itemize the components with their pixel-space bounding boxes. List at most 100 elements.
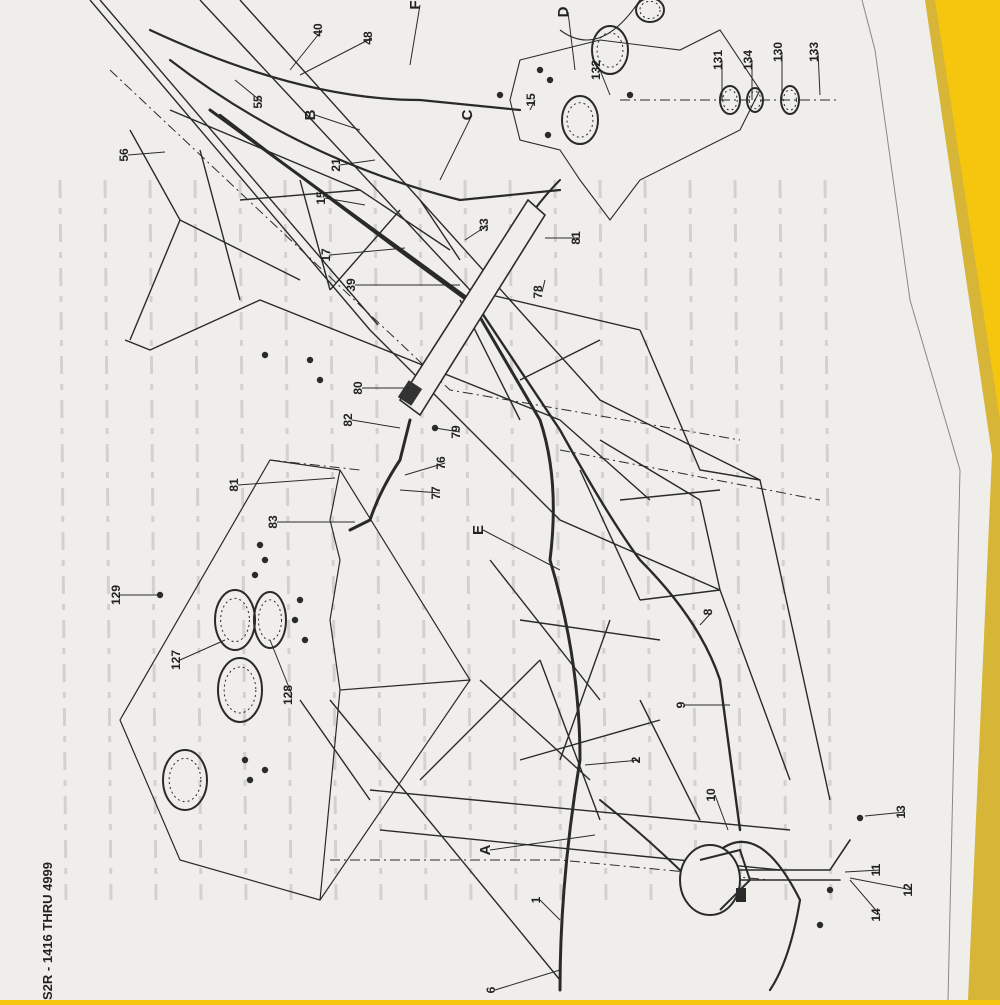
rings-and-gaskets xyxy=(162,0,800,811)
gasket-ring xyxy=(746,87,764,113)
callout-number: 83 xyxy=(266,515,280,529)
letter-leader xyxy=(439,114,473,181)
callout-leader xyxy=(237,477,336,486)
trusses-2 xyxy=(459,299,761,501)
fuel-tank xyxy=(119,459,471,901)
callout-number: 128 xyxy=(281,685,295,705)
fastener xyxy=(544,131,552,139)
letter-leader xyxy=(409,4,421,66)
trusses-4 xyxy=(479,559,701,821)
callout-number: 55 xyxy=(251,95,265,109)
bleed-stroke xyxy=(238,179,248,901)
callout-leader xyxy=(494,969,561,991)
line-11-12 xyxy=(699,839,851,871)
fastener xyxy=(306,356,314,364)
callout-number: 39 xyxy=(344,278,358,292)
callout-number: 10 xyxy=(704,788,718,802)
callout-number: 133 xyxy=(807,42,821,62)
gasket-bolt-holes xyxy=(220,597,250,643)
callout-number: 127 xyxy=(169,650,183,670)
gasket-ring xyxy=(780,85,800,115)
callout-number: 76 xyxy=(434,456,448,470)
fuselage-frame xyxy=(89,0,831,981)
center-lines xyxy=(109,69,840,881)
gasket-bolt-holes xyxy=(168,757,202,803)
fastener xyxy=(261,556,269,564)
gasket-ring xyxy=(635,0,665,23)
fastener xyxy=(826,886,834,894)
gasket-bolt-holes xyxy=(748,90,762,110)
callout-leader xyxy=(324,197,366,206)
gasket-bolt-holes xyxy=(639,0,661,20)
callout-leader xyxy=(351,419,401,429)
pump-fitting xyxy=(736,888,746,902)
view-letter: F xyxy=(407,0,424,9)
callout-number: 6 xyxy=(484,986,498,993)
gasket-bolt-holes xyxy=(223,666,257,714)
page-title: S2R - 1416 THRU 4999 xyxy=(40,862,55,1000)
bleed-stroke xyxy=(328,179,338,901)
callout-leader xyxy=(404,462,446,476)
fastener xyxy=(296,596,304,604)
line-10-loop xyxy=(718,840,802,992)
cylinder-body xyxy=(398,198,547,417)
callout-number: 56 xyxy=(117,148,131,162)
actuator-cylinder-78 xyxy=(397,198,547,417)
hardware-dots xyxy=(156,66,864,929)
callout-leader xyxy=(339,159,376,166)
callout-leader xyxy=(714,794,729,831)
fastener xyxy=(536,66,544,74)
callout-number: 8 xyxy=(701,608,715,615)
gasket-ring xyxy=(162,749,208,811)
fastener xyxy=(261,351,269,359)
callout-number: 15 xyxy=(314,191,328,205)
gasket-bolt-holes xyxy=(566,102,594,138)
bleed-stroke xyxy=(553,179,563,901)
pump-assembly xyxy=(679,844,752,916)
line-40 xyxy=(148,28,522,112)
callout-number: 81 xyxy=(569,231,583,245)
callout-number: 77 xyxy=(429,486,443,500)
bleed-stroke xyxy=(778,179,788,901)
cylinder-clamp xyxy=(397,380,423,406)
bleed-stroke xyxy=(598,179,608,901)
leader-lines xyxy=(120,4,913,991)
pump-detail xyxy=(699,848,752,911)
gasket-bolt-holes xyxy=(596,32,624,68)
callout-leader xyxy=(849,877,913,891)
fastener xyxy=(816,921,824,929)
fastener xyxy=(261,766,269,774)
fastener xyxy=(546,76,554,84)
callout-leader xyxy=(817,51,821,96)
callout-leader xyxy=(864,811,906,817)
callout-number: 79 xyxy=(449,425,463,439)
callout-number: 11 xyxy=(869,863,883,876)
bleed-stroke xyxy=(58,179,68,901)
callout-number: 2 xyxy=(629,756,643,763)
callout-leader xyxy=(539,899,561,921)
fastener xyxy=(301,636,309,644)
bleed-stroke xyxy=(688,179,698,901)
callout-number: 48 xyxy=(361,31,375,45)
trusses-3 xyxy=(579,439,721,601)
letter-leader xyxy=(482,529,561,571)
callout-leader xyxy=(599,69,611,96)
callout-leader xyxy=(584,759,641,766)
callout-number: 78 xyxy=(531,285,545,299)
bleed-stroke xyxy=(643,179,653,901)
callout-number: 14 xyxy=(869,908,883,922)
callout-number: 9 xyxy=(674,701,688,708)
gasket-ring xyxy=(719,85,741,115)
fastener xyxy=(256,541,264,549)
centerline-4 xyxy=(330,859,771,881)
gasket-ring xyxy=(591,25,629,75)
callout-leader xyxy=(329,247,406,256)
callout-leader xyxy=(399,489,441,494)
callout-number: 33 xyxy=(477,218,491,232)
centerline-1 xyxy=(109,69,741,441)
fastener xyxy=(241,756,249,764)
callout-number: 13 xyxy=(894,805,908,819)
bleed-stroke xyxy=(103,179,113,901)
fastener xyxy=(251,571,259,579)
